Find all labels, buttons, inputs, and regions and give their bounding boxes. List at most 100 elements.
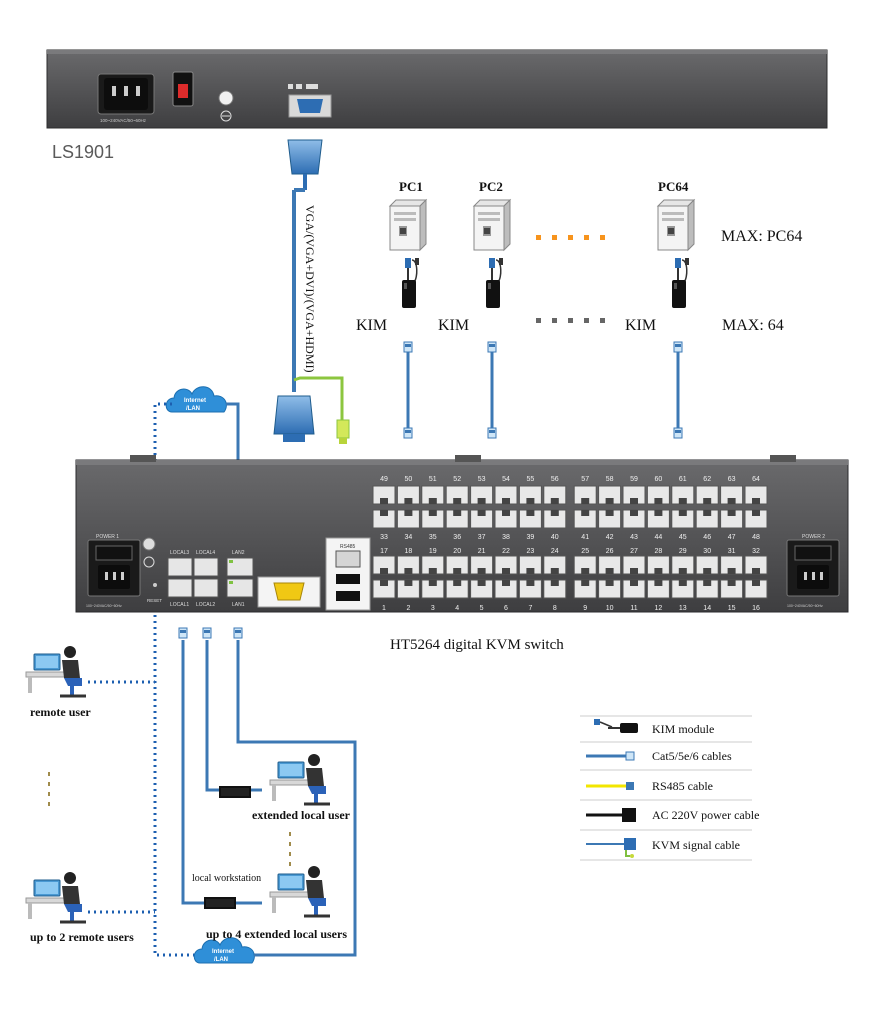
port-number-label: 59 xyxy=(630,476,638,483)
port-number-label: 31 xyxy=(728,548,736,555)
user-icon xyxy=(24,870,88,924)
port-number-label: 64 xyxy=(752,476,760,483)
extender-module-icon xyxy=(219,786,251,798)
rj45-port-latch xyxy=(727,568,736,574)
kim-label-1: KIM xyxy=(356,317,387,334)
rj45-port-latch xyxy=(428,580,437,586)
port-number-label: 13 xyxy=(679,605,687,612)
cloud-label-top-1: Internet xyxy=(184,398,206,404)
port-number-label: 53 xyxy=(478,476,486,483)
port-number-label: 9 xyxy=(583,605,587,612)
lan1-label: LAN1 xyxy=(232,602,245,608)
local3-label: LOCAL3 xyxy=(170,550,189,556)
rj45-port-latch xyxy=(581,568,590,574)
rj45-plug-icon xyxy=(673,427,683,439)
port-number-label: 1 xyxy=(382,605,386,612)
power1-rating: 100~240VAC/50~60Hz xyxy=(86,604,122,608)
rj45-port-latch xyxy=(453,498,462,504)
ellipsis-pc-dots xyxy=(536,235,605,240)
rj45-port-latch xyxy=(581,510,590,516)
port-number-label: 22 xyxy=(502,548,510,555)
ac-inlet-icon xyxy=(97,73,155,115)
power2-label: POWER 2 xyxy=(802,534,825,540)
rj45-port-latch xyxy=(453,580,462,586)
up-to-4-extended-label: up to 4 extended local users xyxy=(206,927,347,941)
signal-type-icons xyxy=(288,84,318,89)
rs485-cable-icon xyxy=(586,782,634,790)
rs485-plug-icon xyxy=(336,419,350,444)
port-number-label: 28 xyxy=(655,548,663,555)
rj45-port-latch xyxy=(526,510,535,516)
port-number-label: 21 xyxy=(478,548,486,555)
ground-symbol-icon xyxy=(220,110,232,122)
port-number-label: 7 xyxy=(528,605,532,612)
local-workstation-module-icon xyxy=(204,897,236,909)
local4-label: LOCAL4 xyxy=(196,550,215,556)
signal-cable-label: VGA/(VGA+DVI)/(VGA+HDMI) xyxy=(303,205,317,373)
port-number-label: 2 xyxy=(406,605,410,612)
kim-module-icon xyxy=(401,257,420,309)
extended-local-user-icon-group xyxy=(268,752,332,806)
port-number-label: 20 xyxy=(453,548,461,555)
rj45-port-latch xyxy=(550,580,559,586)
port-number-label: 57 xyxy=(581,476,589,483)
power-switch-icon xyxy=(172,71,194,107)
cloud-label-bottom-1: Internet xyxy=(212,949,234,955)
port-number-label: 39 xyxy=(527,534,535,541)
rj45-port-latch xyxy=(630,510,638,516)
user-icon xyxy=(24,644,88,698)
rj45-port-latch xyxy=(477,568,486,574)
port-number-label: 32 xyxy=(752,548,760,555)
switch-name-label: HT5264 digital KVM switch xyxy=(390,637,564,653)
rj45-port-latch xyxy=(630,498,638,504)
rj45-port-latch xyxy=(752,510,760,516)
rj45-port-latch xyxy=(502,510,510,516)
kim-module-icon xyxy=(671,257,690,309)
user-icon xyxy=(268,752,332,806)
rj45-port-latch xyxy=(678,580,687,586)
port-number-label: 17 xyxy=(380,548,388,555)
rj45-port-latch xyxy=(380,510,388,516)
rj45-port-latch xyxy=(654,568,663,574)
pc-2 xyxy=(473,199,511,439)
rj45-port-latch xyxy=(581,498,590,504)
port-number-label: 48 xyxy=(752,534,760,541)
ls1901-model-label: LS1901 xyxy=(52,142,114,162)
rj45-plug-icon xyxy=(673,341,683,353)
rj45-port-latch xyxy=(550,568,559,574)
rj45-port-latch xyxy=(727,580,736,586)
port-number-label: 26 xyxy=(606,548,614,555)
rj45-port-latch xyxy=(605,498,614,504)
rj45-port-latch xyxy=(654,510,663,516)
power1-label: POWER 1 xyxy=(96,534,119,540)
local-lan-ports xyxy=(167,557,254,598)
port-number-label: 10 xyxy=(606,605,614,612)
pc-tower-icon xyxy=(657,199,695,251)
rj45-port-latch xyxy=(678,498,687,504)
port-number-label: 51 xyxy=(429,476,437,483)
rj45-port-latch xyxy=(428,510,437,516)
rj45-port-latch xyxy=(404,568,413,574)
rj45-port-latch xyxy=(550,498,559,504)
port-number-label: 60 xyxy=(655,476,663,483)
reset-label: RESET xyxy=(147,598,162,603)
rj45-port-latch xyxy=(550,510,559,516)
port-number-label: 15 xyxy=(728,605,736,612)
power-inlet-2 xyxy=(786,539,840,597)
port-number-label: 16 xyxy=(752,605,760,612)
port-number-label: 5 xyxy=(480,605,484,612)
ellipsis-left-vertical xyxy=(48,772,50,806)
port-number-label: 56 xyxy=(551,476,559,483)
legend-kvm-signal-label: KVM signal cable xyxy=(652,838,740,852)
port-number-label: 24 xyxy=(551,548,559,555)
legend xyxy=(580,715,752,861)
port-number-label: 45 xyxy=(679,534,687,541)
port-number-label: 35 xyxy=(429,534,437,541)
vga-out-port xyxy=(257,576,321,608)
cloud-label-top-2: /LAN xyxy=(186,406,200,412)
port-number-label: 3 xyxy=(431,605,435,612)
legend-rs485-label: RS485 cable xyxy=(652,779,713,793)
pc-1 xyxy=(389,199,427,439)
rj45-port-latch xyxy=(453,568,462,574)
